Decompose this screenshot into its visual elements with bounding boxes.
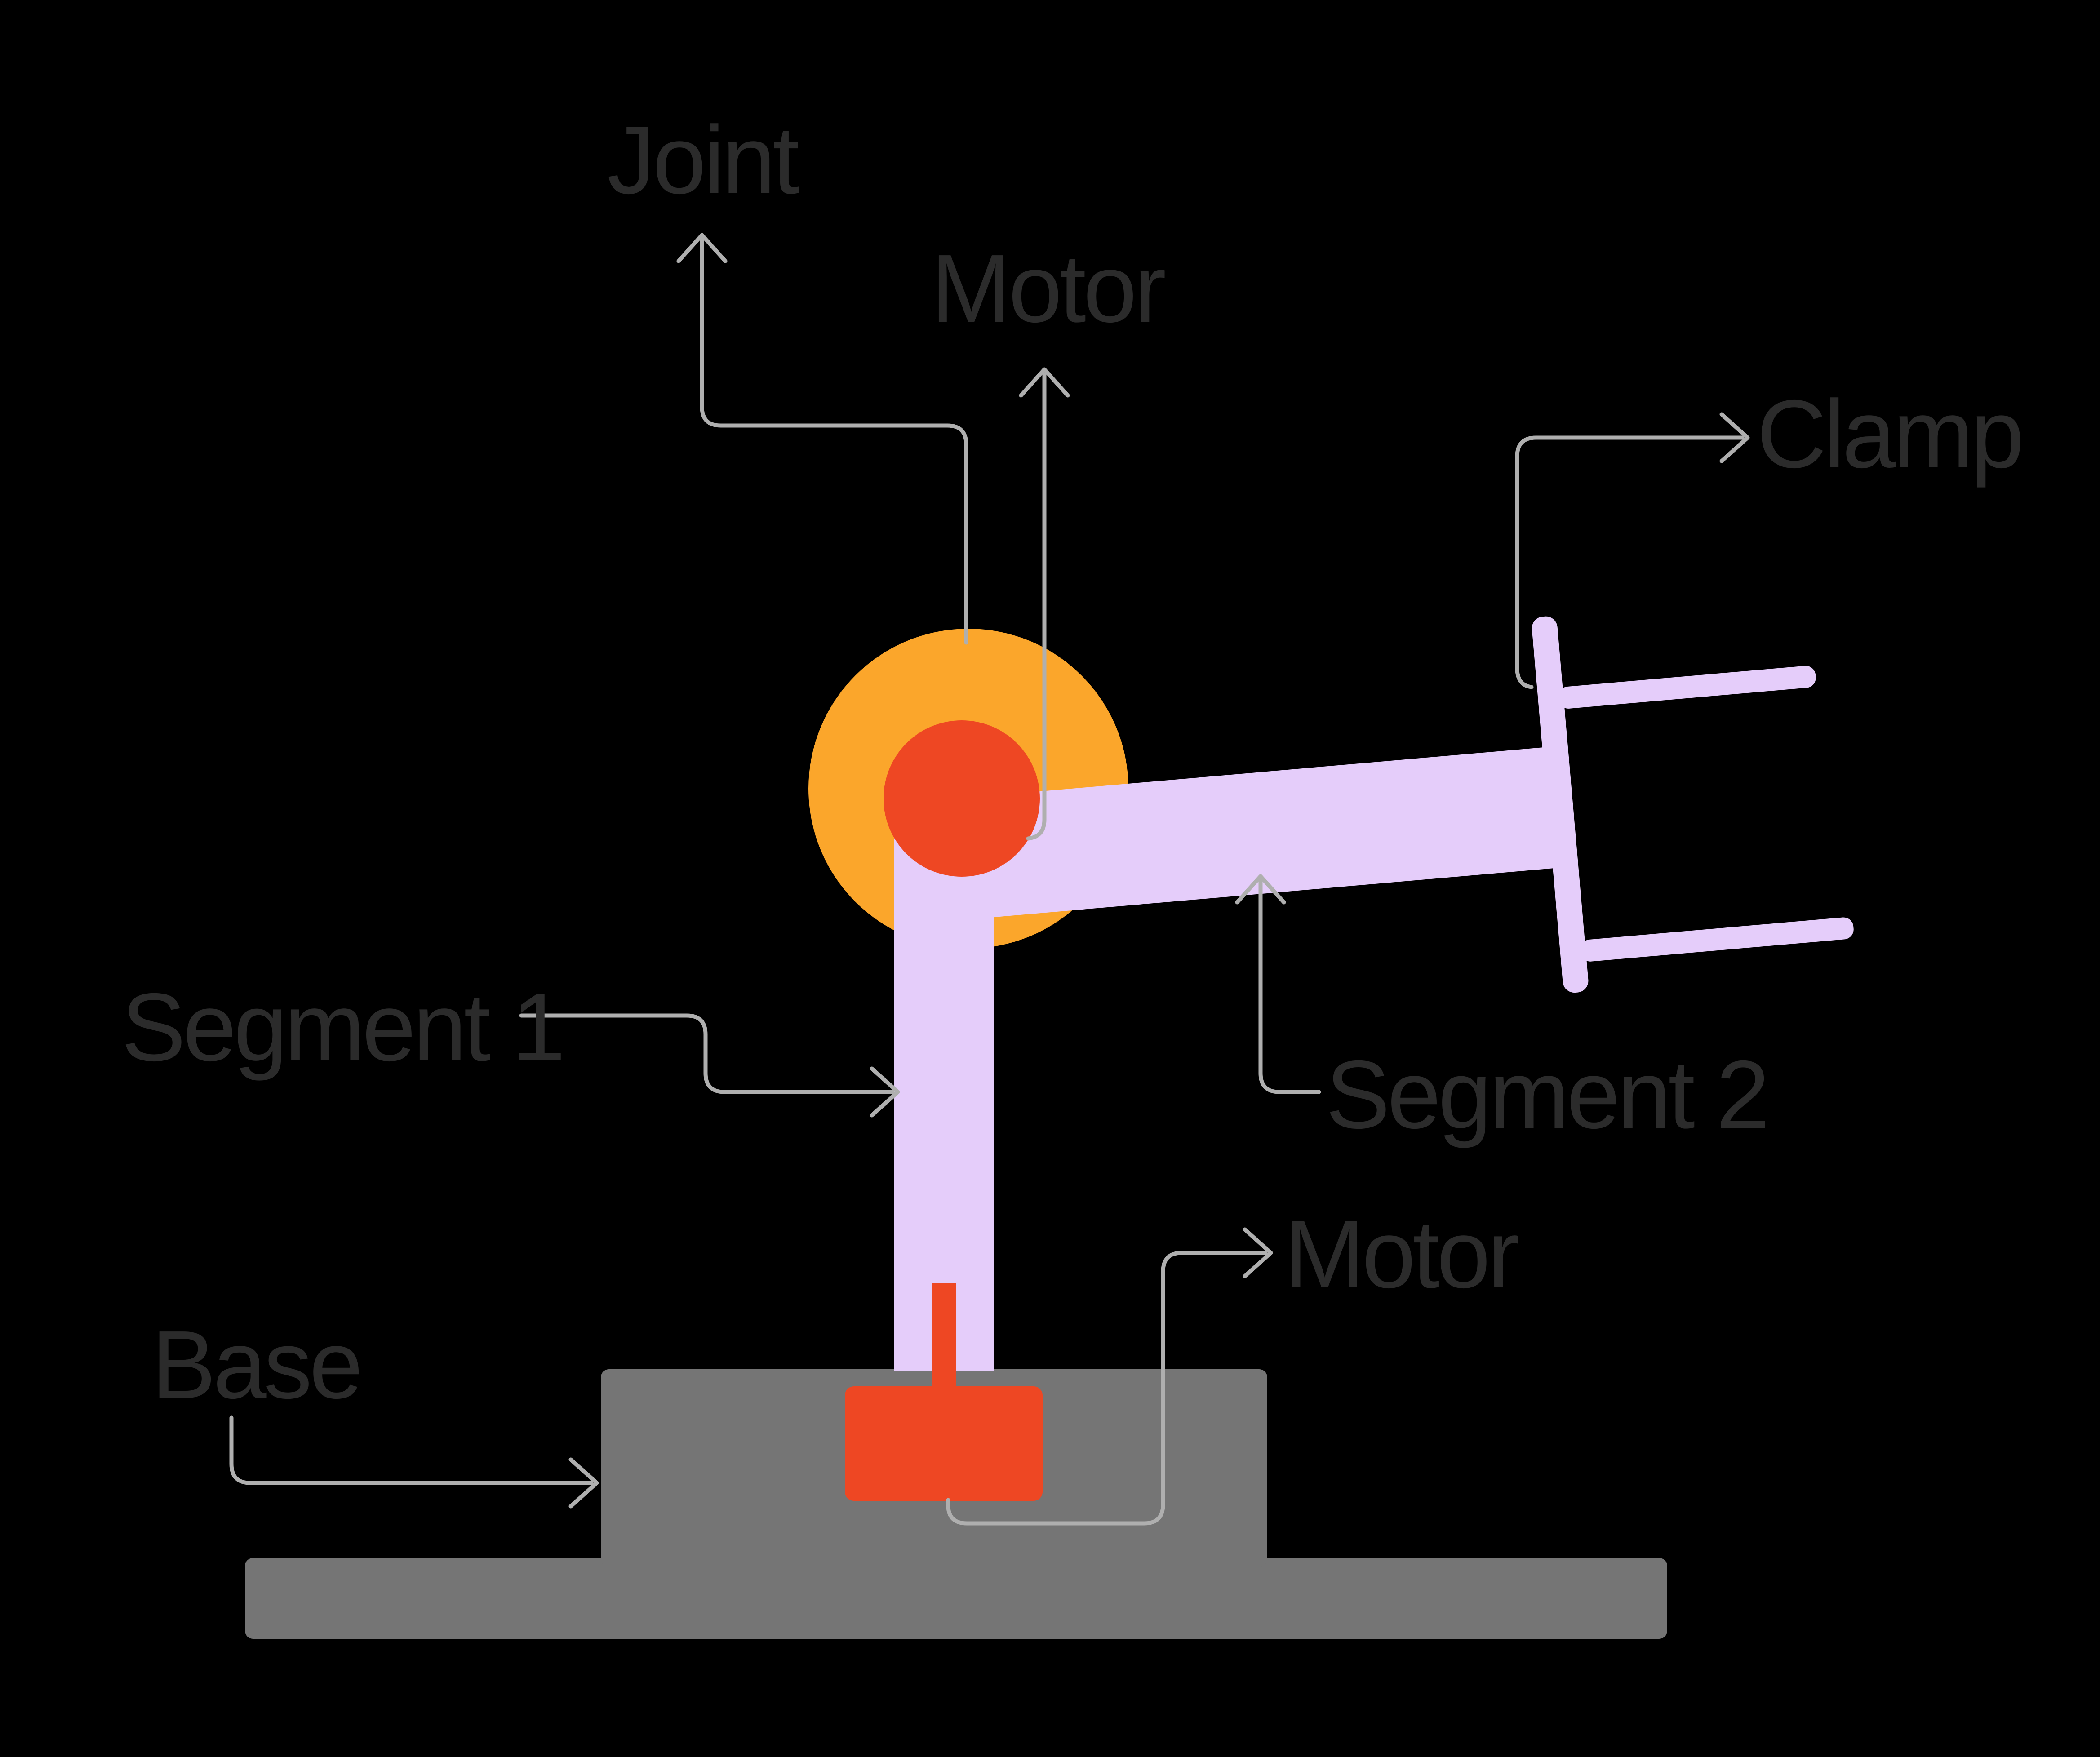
motor-top-label: Motor [931,234,1165,342]
segment1-arrowhead-icon [870,1066,900,1118]
motor-bottom-label: Motor [1284,1200,1518,1308]
clamp-arrowhead-icon [1719,412,1750,463]
joint-motor-circle [884,720,1040,877]
labels: Joint Motor Clamp Segment 1 Segment 2 Ba… [121,106,2024,1419]
clamp-back-bar [1532,616,1589,993]
motor-top-leader-line [1026,373,1047,841]
base-motor-stem [932,1283,956,1393]
base-label: Base [151,1310,360,1419]
joint-arrowhead-icon [676,233,728,263]
base-slab [245,1558,1667,1639]
segment1-label: Segment 1 [121,973,563,1081]
motor-top-arrowhead-icon [1019,367,1070,398]
segment2-clamp-group [969,616,1854,993]
leader-lines [229,233,1750,1526]
joint-label: Joint [607,106,799,214]
clamp-leader-line [1515,435,1745,689]
base-arrowhead-icon [568,1457,599,1509]
motor-bottom-arrowhead-icon [1243,1227,1273,1278]
segment1-leader-line [519,1013,895,1094]
segment2-leader-line [1258,878,1321,1094]
motor-bottom-leader-line [946,1251,1268,1526]
segment2-bar [969,747,1555,918]
joint-leader-line [700,237,968,645]
base-leader-line [229,1415,594,1485]
clamp-bottom-prong [1580,917,1854,962]
base-motor-box [845,1386,1043,1501]
segment2-label: Segment 2 [1326,1040,1767,1149]
clamp-label: Clamp [1757,380,2021,488]
clamp-top-prong [1558,666,1816,709]
segment2-arrowhead-icon [1235,874,1286,905]
